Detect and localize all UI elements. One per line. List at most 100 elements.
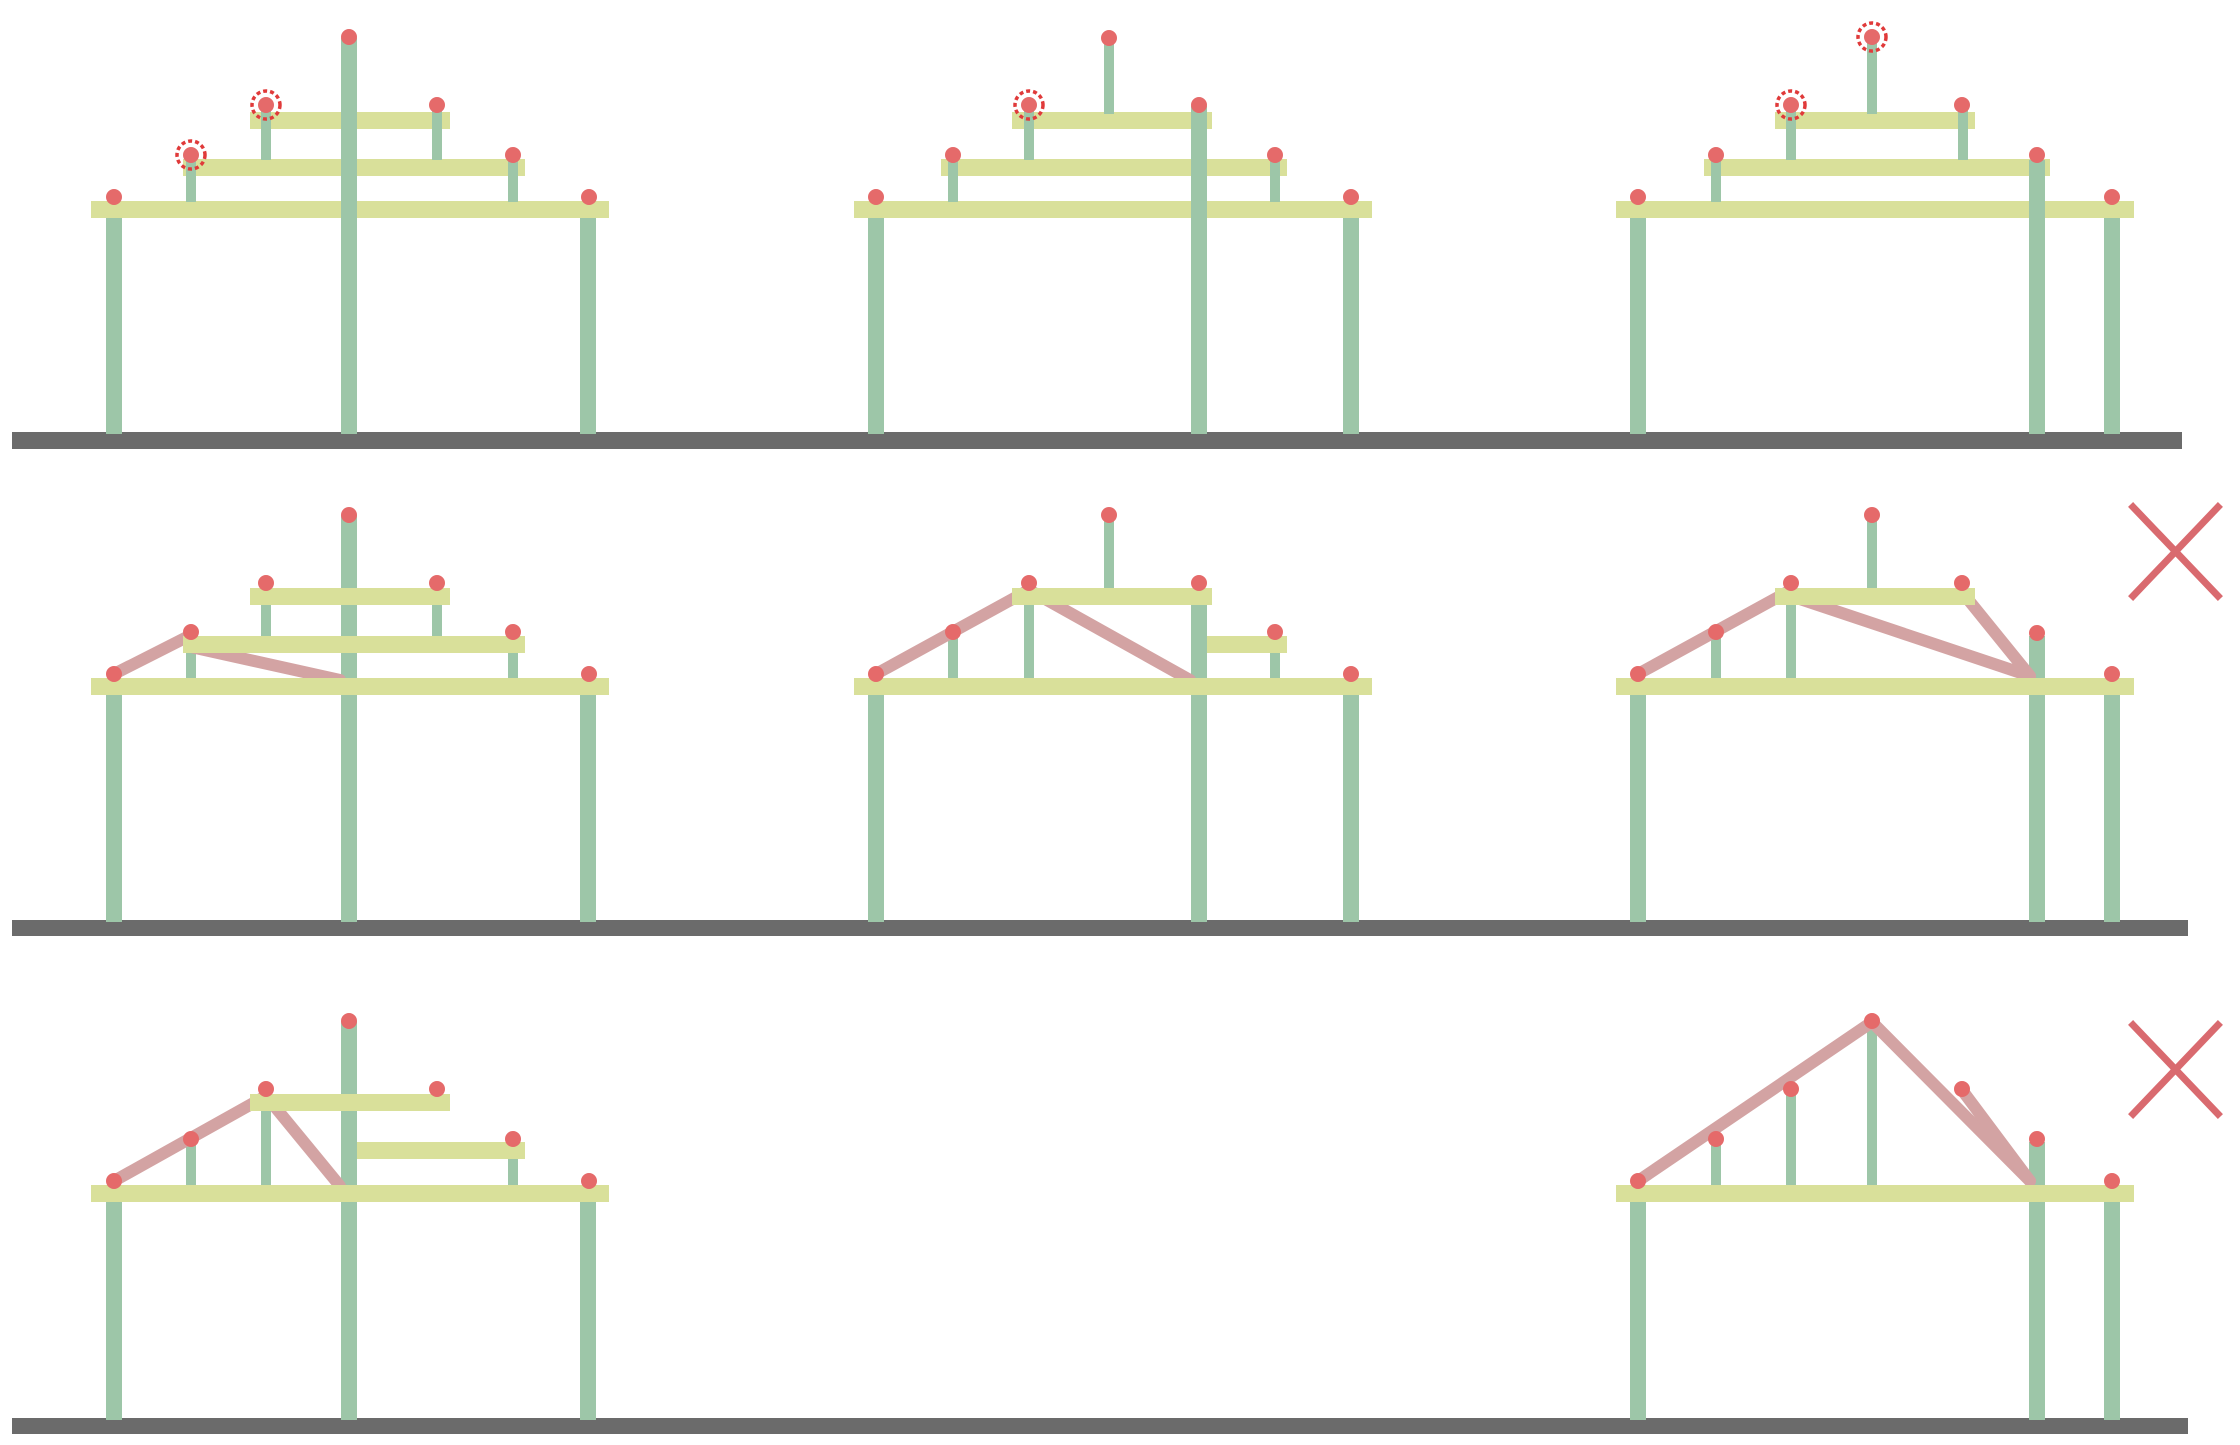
node xyxy=(581,666,597,682)
frame-1-2 xyxy=(854,30,1372,434)
node xyxy=(1864,1013,1880,1029)
node xyxy=(341,29,357,45)
column xyxy=(1711,1140,1721,1185)
column xyxy=(106,212,122,434)
selected-node-ring xyxy=(1775,89,1807,121)
node xyxy=(1267,624,1283,640)
beam xyxy=(854,201,1372,218)
node xyxy=(1864,29,1880,45)
node xyxy=(1954,1081,1970,1097)
frame-1-3 xyxy=(1616,21,2134,434)
beam xyxy=(1704,159,2050,176)
brace xyxy=(108,629,197,680)
column xyxy=(1024,108,1034,160)
node xyxy=(1267,147,1283,163)
node xyxy=(2029,1131,2045,1147)
column xyxy=(2104,690,2120,922)
node xyxy=(1630,1173,1646,1189)
node xyxy=(429,1081,445,1097)
central-post xyxy=(1191,590,1207,922)
node xyxy=(1708,1131,1724,1147)
edge-post xyxy=(2029,160,2045,434)
node xyxy=(1101,30,1117,46)
node xyxy=(581,189,597,205)
column xyxy=(2104,1195,2120,1420)
beam xyxy=(1616,678,2134,695)
column xyxy=(1711,635,1721,680)
column xyxy=(1867,515,1877,593)
beam xyxy=(941,159,1287,176)
column xyxy=(1343,690,1359,922)
node xyxy=(945,624,961,640)
node xyxy=(1954,575,1970,591)
node xyxy=(183,147,199,163)
column xyxy=(948,158,958,202)
column xyxy=(948,635,958,680)
node xyxy=(183,624,199,640)
column xyxy=(580,690,596,922)
column xyxy=(432,108,442,160)
brace xyxy=(1956,1084,2036,1187)
column xyxy=(508,635,518,680)
brace xyxy=(1632,1016,1878,1187)
frame-3-1 xyxy=(91,1013,609,1420)
column xyxy=(1786,108,1796,160)
node xyxy=(341,1013,357,1029)
column xyxy=(106,1195,122,1420)
central-post xyxy=(341,38,357,434)
node xyxy=(106,189,122,205)
beam xyxy=(357,1142,525,1159)
node xyxy=(1343,666,1359,682)
node xyxy=(1783,575,1799,591)
node xyxy=(429,575,445,591)
node xyxy=(183,1131,199,1147)
beam xyxy=(91,678,609,695)
beam xyxy=(1775,112,1975,129)
frame-2-2 xyxy=(854,507,1372,922)
ground-line xyxy=(12,1418,2188,1434)
column xyxy=(1270,635,1280,680)
node xyxy=(1343,189,1359,205)
column xyxy=(1270,158,1280,202)
selected-node-ring xyxy=(1856,21,1888,53)
column xyxy=(1024,590,1034,680)
node xyxy=(2104,189,2120,205)
node xyxy=(1864,507,1880,523)
column xyxy=(580,212,596,434)
column xyxy=(580,1195,596,1420)
x-mark-icon xyxy=(2128,502,2223,601)
selected-node-ring xyxy=(1013,89,1045,121)
brace xyxy=(1956,586,2036,682)
column xyxy=(1867,38,1877,114)
node xyxy=(505,147,521,163)
column xyxy=(186,635,196,680)
node xyxy=(2029,625,2045,641)
column xyxy=(2104,212,2120,434)
node xyxy=(1191,97,1207,113)
column xyxy=(1786,590,1796,680)
beam xyxy=(250,1094,450,1111)
column xyxy=(1630,690,1646,922)
node xyxy=(341,507,357,523)
beam xyxy=(1207,636,1287,653)
node xyxy=(945,147,961,163)
central-post xyxy=(341,1021,357,1420)
x-mark-stroke xyxy=(2128,502,2223,601)
column xyxy=(261,1095,271,1185)
node xyxy=(1954,97,1970,113)
column xyxy=(261,108,271,160)
node xyxy=(505,624,521,640)
column xyxy=(868,690,884,922)
node xyxy=(1708,147,1724,163)
row-1 xyxy=(12,21,2182,449)
column xyxy=(1630,212,1646,434)
column xyxy=(868,212,884,434)
ground-line xyxy=(12,432,2182,449)
beam xyxy=(250,588,450,605)
node xyxy=(868,666,884,682)
column xyxy=(1711,158,1721,202)
central-post xyxy=(1191,106,1207,434)
brace xyxy=(1785,590,2036,682)
node xyxy=(1191,575,1207,591)
node xyxy=(258,1081,274,1097)
